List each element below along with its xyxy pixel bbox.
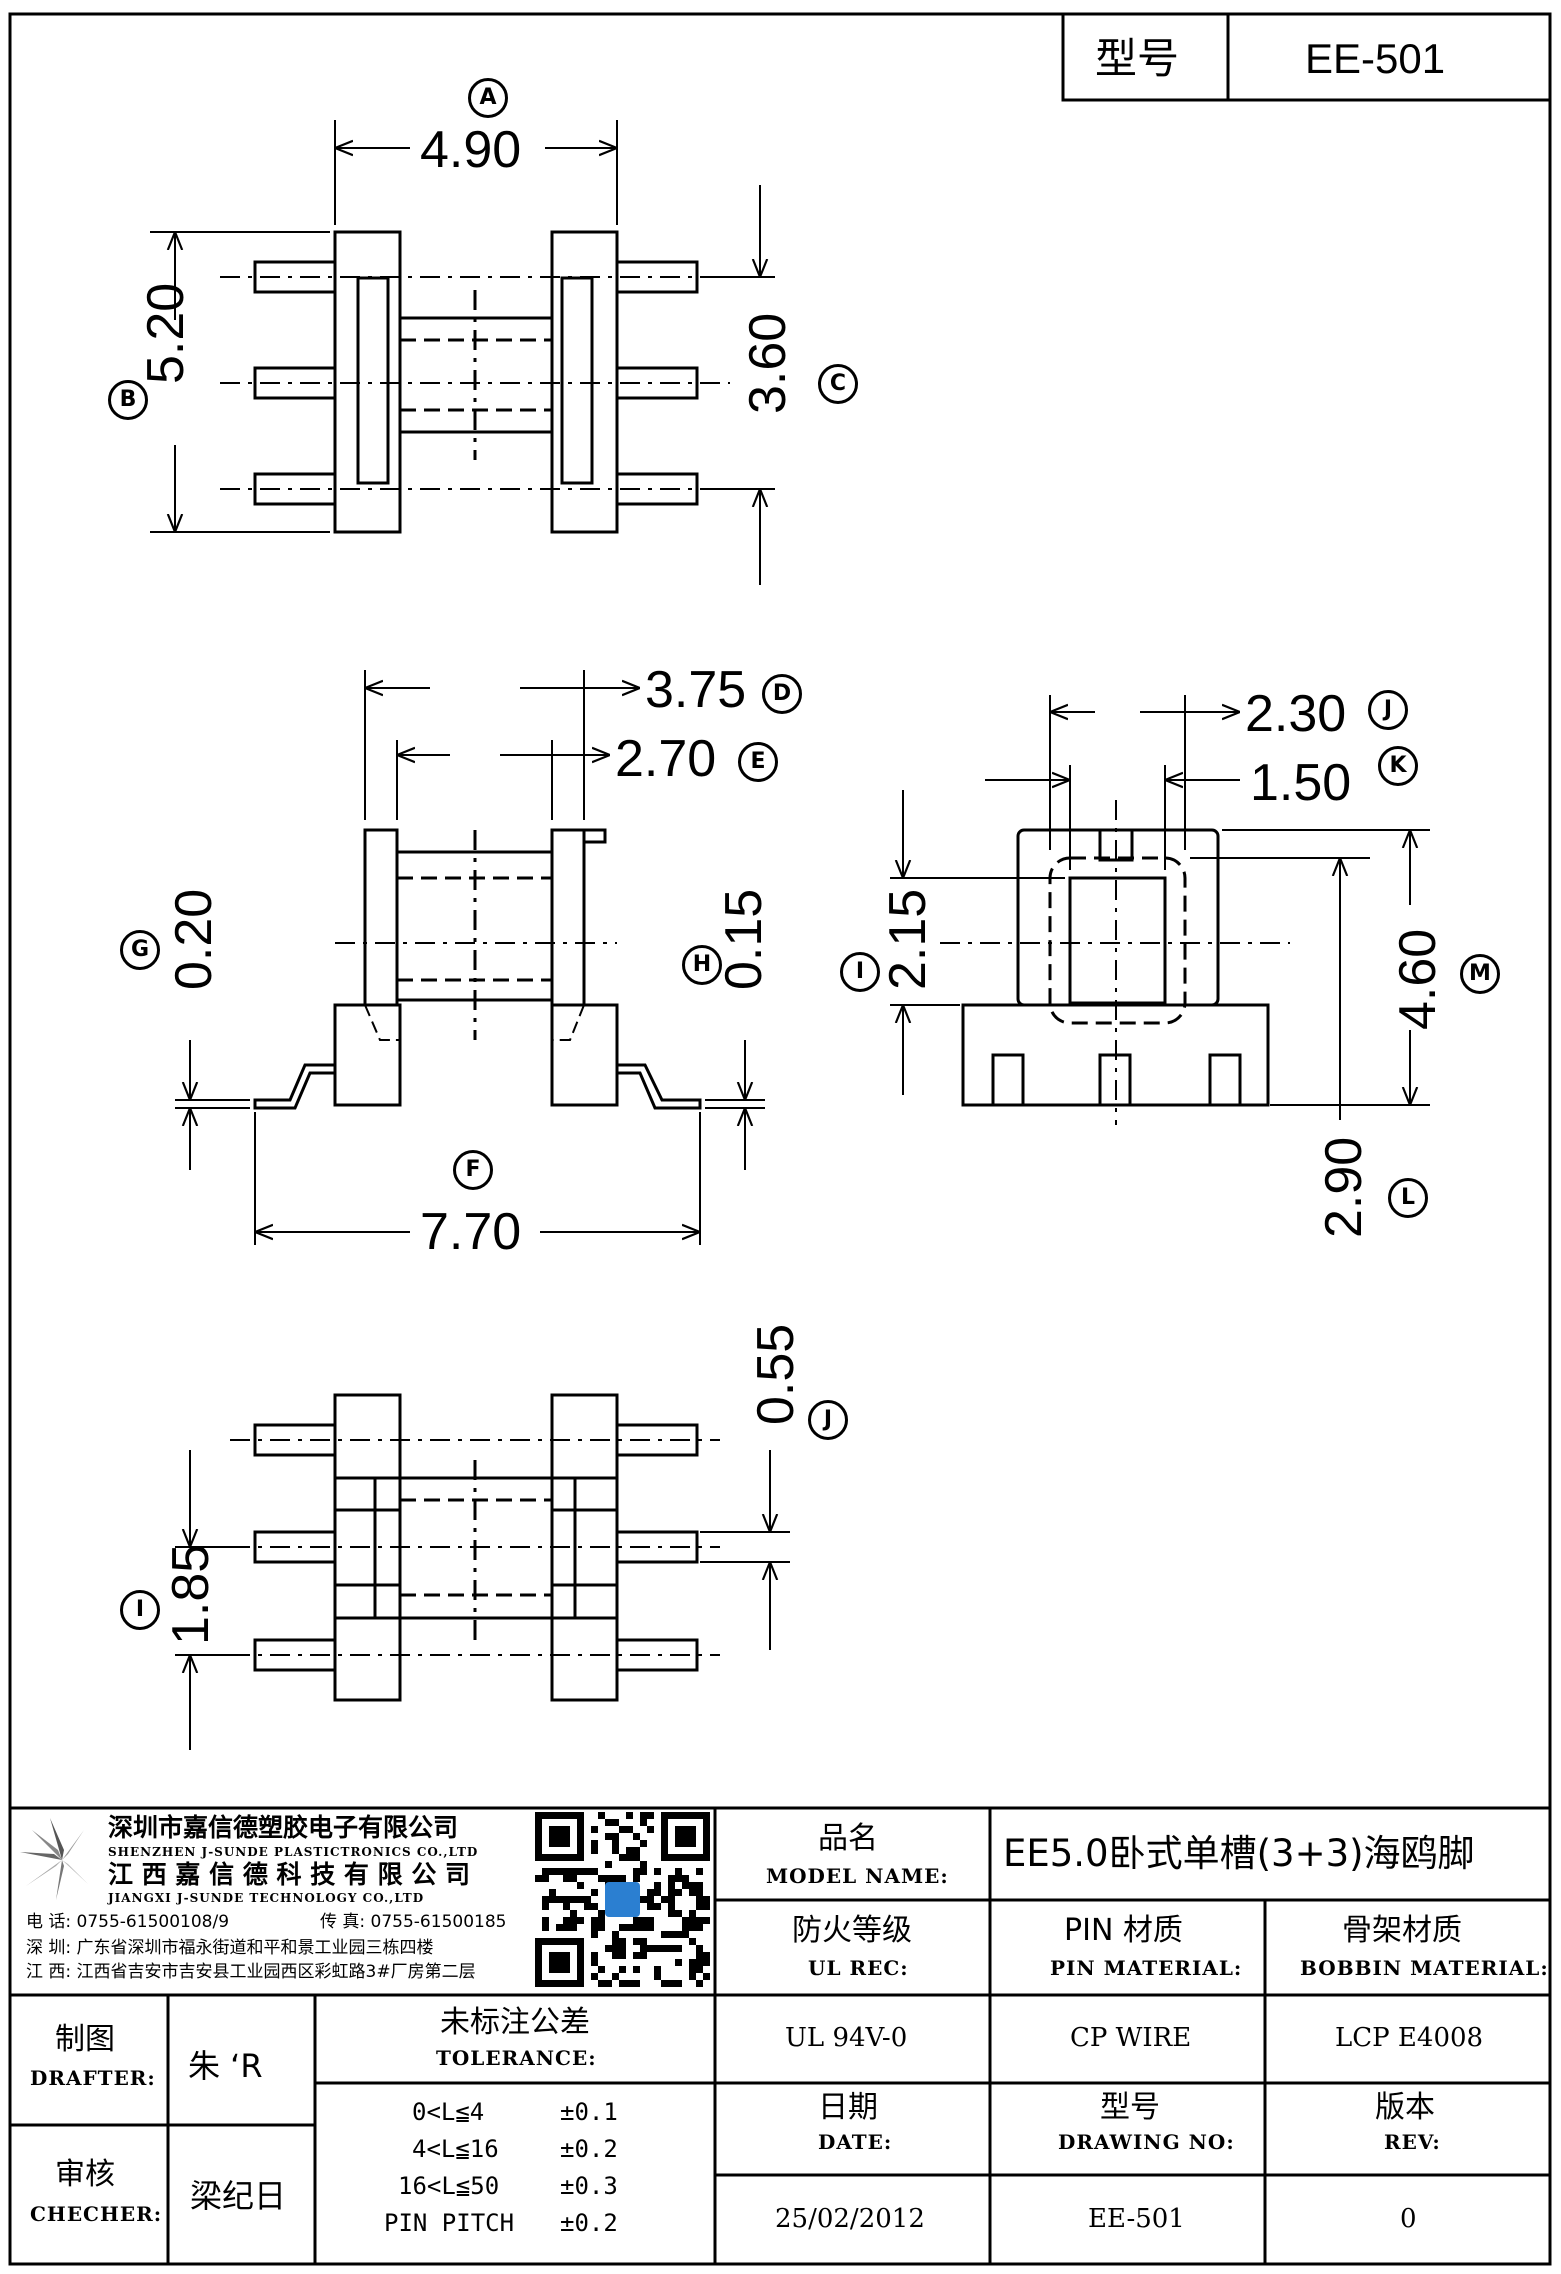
bobbin-material-label-cn: 骨架材质: [1342, 1913, 1462, 1948]
dim-c-value: 3.60: [739, 312, 797, 414]
side-view: [175, 670, 765, 1245]
rev-value: 0: [1400, 2204, 1417, 2234]
dim-h-label: H: [682, 945, 722, 985]
drafter-value: 朱 ‘R: [188, 2047, 263, 2085]
tolerance-label-cn: 未标注公差: [440, 2005, 590, 2040]
sheet-frame: [8, 12, 1552, 2266]
dim-b-value: 5.20: [137, 282, 195, 384]
bobbin-material-value: LCP E4008: [1335, 2023, 1484, 2053]
rev-label-en: REV:: [1384, 2130, 1441, 2154]
drawing-no-label-cn: 型号: [1100, 2090, 1160, 2125]
title-block-grid: [10, 1806, 1550, 2264]
dim-a-value: 4.90: [420, 121, 522, 179]
dim-j-value: 2.30: [1245, 685, 1347, 743]
ul-label-cn: 防火等级: [792, 1913, 912, 1948]
header-box: [1061, 12, 1552, 102]
ul-label-en: UL REC:: [808, 1956, 909, 1980]
dim-f-value: 7.70: [420, 1203, 522, 1261]
company-address-jx: 江 西: 江西省吉安市吉安县工业园西区彩虹路3#厂房第二层: [26, 1962, 476, 1982]
dim-k-label: K: [1378, 746, 1418, 786]
dim-k-value: 1.50: [1250, 754, 1352, 812]
dim-g-label: G: [120, 930, 160, 970]
company-address-sz: 深 圳: 广东省深圳市福永街道和平和景工业园三栋四楼: [26, 1938, 434, 1958]
company-name-cn-1: 深圳市嘉信德塑胶电子有限公司: [108, 1813, 459, 1842]
dim-e-value: 2.70: [615, 730, 717, 788]
company-logo: [20, 1818, 88, 1900]
header-model-value: EE-501: [1305, 35, 1446, 82]
company-name-en-1: SHENZHEN J-SUNDE PLASTICTRONICS CO.,LTD: [108, 1845, 479, 1859]
tolerance-value-3: ±0.3: [560, 2172, 618, 2200]
dim-a-label: A: [468, 78, 508, 118]
checker-value: 梁纪日: [190, 2177, 287, 2215]
dim-j2-label: J: [808, 1400, 848, 1440]
tolerance-label-en: TOLERANCE:: [436, 2046, 597, 2070]
model-name-label-en: MODEL NAME:: [766, 1864, 949, 1888]
dim-j2-value: 0.55: [747, 1323, 805, 1425]
dim-l-label: L: [1388, 1178, 1428, 1218]
date-label-en: DATE:: [818, 2130, 893, 2154]
dim-f-label: F: [453, 1150, 493, 1190]
bobbin-material-label-en: BOBBIN MATERIAL:: [1300, 1956, 1549, 1980]
ul-value: UL 94V-0: [785, 2023, 908, 2053]
drafter-label-cn: 制图: [55, 2022, 115, 2057]
model-name-value: EE5.0卧式单槽(3+3)海鸥脚: [1003, 1832, 1475, 1875]
drafter-label-en: DRAFTER:: [30, 2066, 156, 2090]
dim-d-value: 3.75: [645, 661, 747, 719]
tolerance-value-4: ±0.2: [560, 2209, 618, 2237]
dim-i2-value: 1.85: [162, 1543, 220, 1645]
tolerance-range-3: 16<L≦50: [398, 2172, 500, 2200]
rev-label-cn: 版本: [1375, 2090, 1435, 2125]
tolerance-value-1: ±0.1: [560, 2098, 618, 2126]
dim-d-label: D: [762, 674, 802, 714]
company-phone: 电 话: 0755-61500108/9: [26, 1912, 230, 1932]
header-model-label: 型号: [1095, 34, 1180, 83]
dim-c-label: C: [818, 364, 858, 404]
dim-e-label: E: [738, 742, 778, 782]
end-view: [890, 695, 1430, 1125]
tolerance-range-1: 0<L≦4: [412, 2098, 485, 2126]
dim-i2-label: I: [120, 1590, 160, 1630]
dim-i-value: 2.15: [879, 888, 937, 990]
drawing-no-label-en: DRAWING NO:: [1058, 2130, 1235, 2154]
company-name-cn-2: 江 西 嘉 信 德 科 技 有 限 公 司: [108, 1860, 471, 1889]
tolerance-range-2: 4<L≦16: [412, 2135, 499, 2163]
date-value: 25/02/2012: [775, 2204, 925, 2234]
qr-code: [535, 1812, 710, 1987]
dim-h-value: 0.15: [715, 888, 773, 990]
dim-g-value: 0.20: [165, 888, 223, 990]
tolerance-range-4: PIN PITCH: [384, 2209, 515, 2237]
checker-label-en: CHECHER:: [30, 2202, 163, 2226]
dim-m-label: M: [1460, 954, 1500, 994]
drawing-no-value: EE-501: [1088, 2204, 1185, 2234]
company-fax: 传 真: 0755-61500185: [320, 1912, 507, 1932]
tolerance-value-2: ±0.2: [560, 2135, 618, 2163]
top-view: [150, 120, 775, 585]
bottom-view: [175, 1393, 790, 1750]
dim-i-label: I: [840, 952, 880, 992]
company-name-en-2: JIANGXI J-SUNDE TECHNOLOGY CO.,LTD: [108, 1891, 425, 1905]
model-name-label-cn: 品名: [818, 1821, 878, 1856]
dim-j-label: J: [1368, 690, 1408, 730]
dim-b-label: B: [108, 380, 148, 420]
pin-material-label-en: PIN MATERIAL:: [1050, 1956, 1243, 1980]
dim-m-value: 4.60: [1389, 928, 1447, 1030]
date-label-cn: 日期: [818, 2090, 878, 2125]
checker-label-cn: 审核: [55, 2157, 115, 2192]
pin-material-label-cn: PIN 材质: [1064, 1913, 1183, 1948]
dim-l-value: 2.90: [1315, 1136, 1373, 1238]
pin-material-value: CP WIRE: [1070, 2023, 1192, 2053]
